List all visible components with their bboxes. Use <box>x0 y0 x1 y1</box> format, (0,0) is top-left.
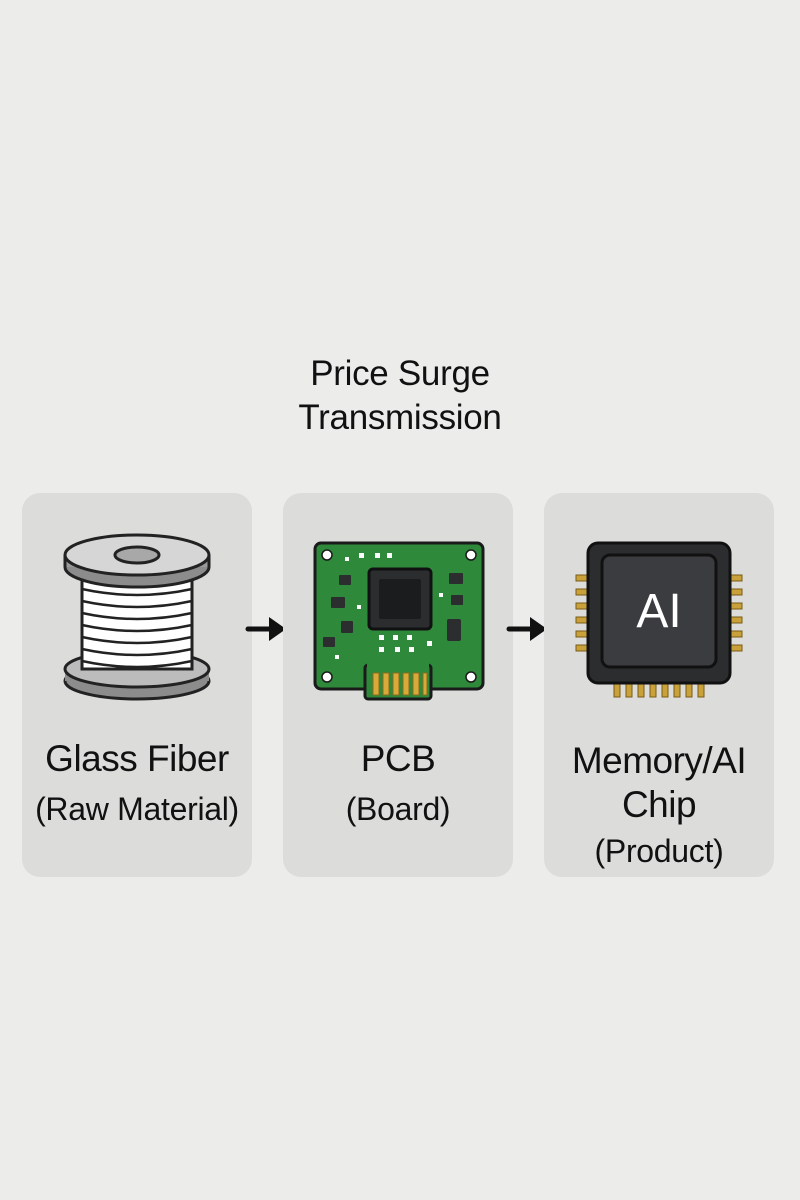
step-name: PCB <box>360 738 436 779</box>
step-card-glass-fiber: Glass Fiber (Raw Material) <box>22 493 252 877</box>
step-name: Glass Fiber <box>45 738 229 779</box>
arrow-right-icon <box>245 617 286 641</box>
step-name-line-1: Memory/AI <box>571 740 747 781</box>
title-line-1: Price Surge <box>310 354 490 393</box>
step-subtitle: (Board) <box>345 791 451 827</box>
ai-chip-icon: AI <box>575 541 743 698</box>
step-card-pcb: PCB (Board) <box>283 493 513 877</box>
title-line-2: Transmission <box>298 398 502 437</box>
diagram-title: Price Surge Transmission <box>0 352 800 440</box>
circuit-board-icon <box>313 541 485 701</box>
spool-icon <box>63 533 211 701</box>
arrow-right-icon <box>506 617 547 641</box>
step-subtitle: (Raw Material) <box>35 791 239 827</box>
step-card-memory-ai-chip: AI Memory/AI Chip (Product) <box>544 493 774 877</box>
chip-label: AI <box>636 585 681 638</box>
step-subtitle: (Product) <box>594 833 724 869</box>
step-name-line-2: Chip <box>621 784 697 825</box>
